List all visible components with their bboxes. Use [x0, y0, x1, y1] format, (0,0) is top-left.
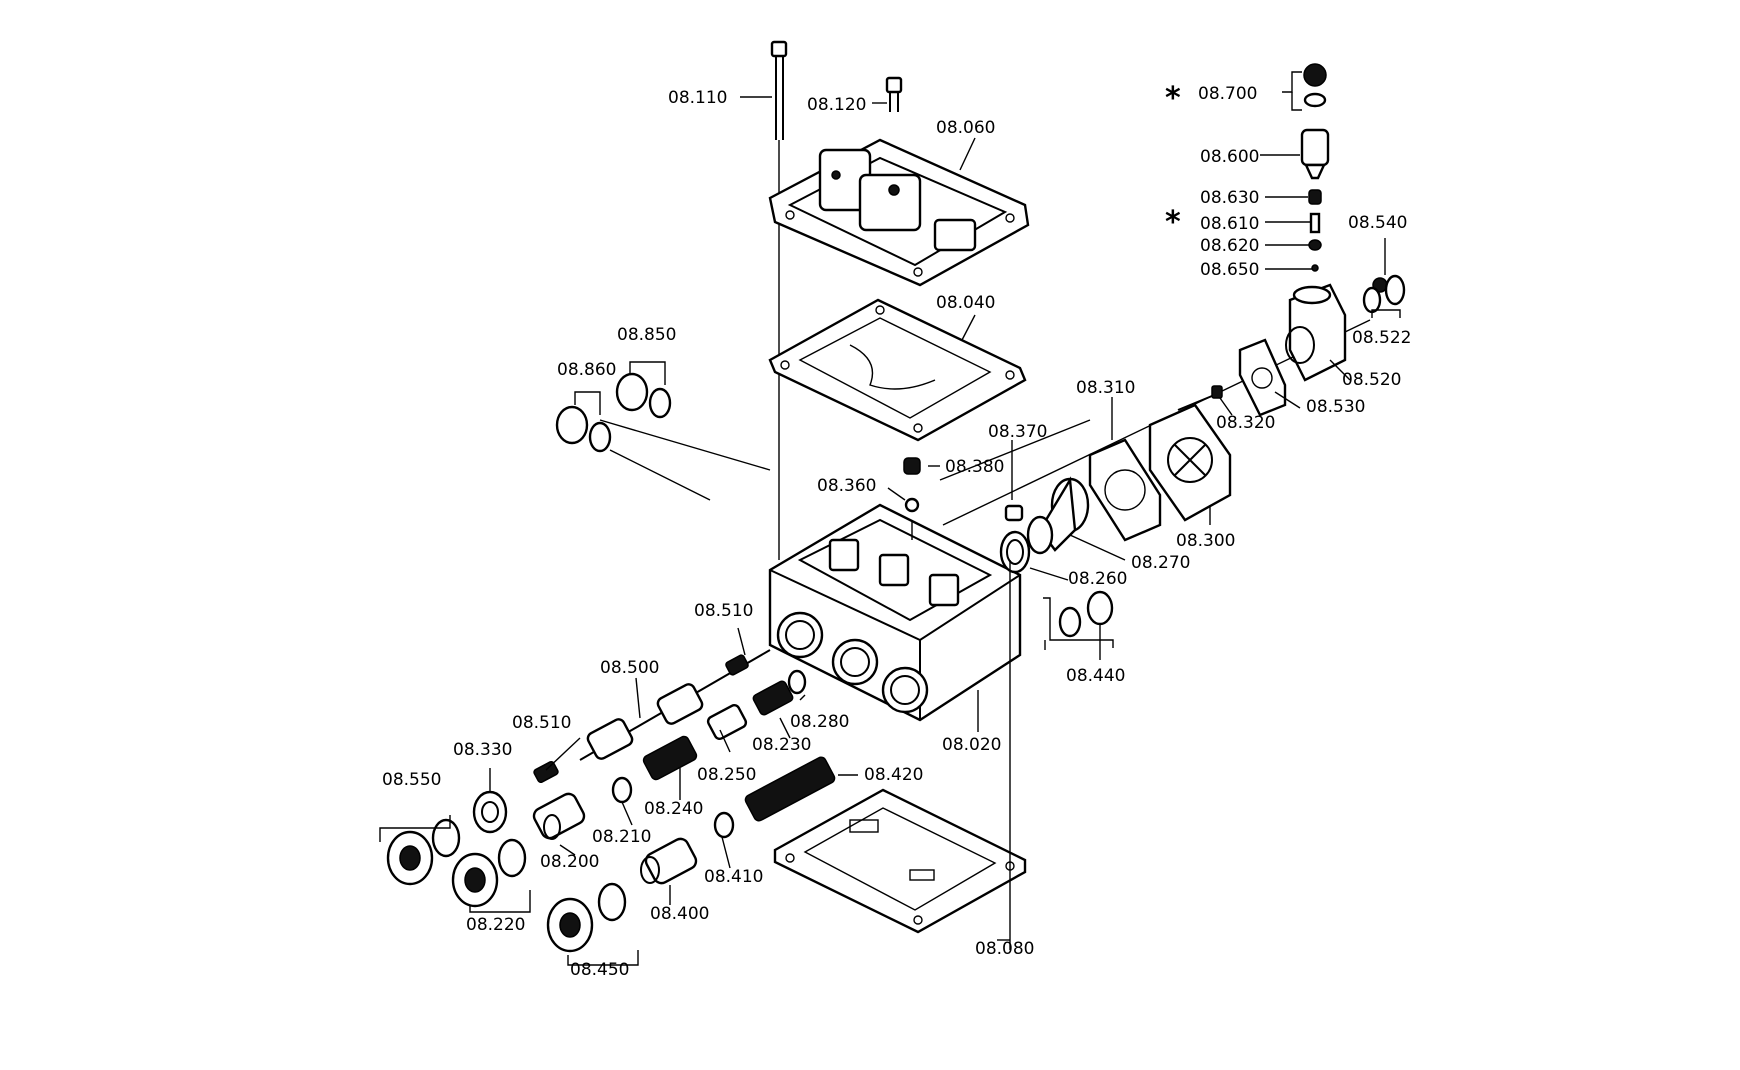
callout-08-620: 08.620	[1200, 236, 1259, 256]
spring-240-part	[642, 735, 698, 781]
callout-08-600: 08.600	[1200, 147, 1259, 167]
callout-08-060: 08.060	[936, 118, 995, 138]
plug-450-part	[546, 882, 627, 953]
callout-08-370: 08.370	[988, 422, 1047, 442]
plug-440-part	[1058, 590, 1114, 638]
callout-08-860: 08.860	[557, 360, 616, 380]
callout-08-550: 08.550	[382, 770, 441, 790]
top-cover-part	[768, 138, 1030, 287]
callout-08-510-lower: 08.510	[512, 713, 571, 733]
ring-210-part	[611, 776, 633, 804]
gasket-310-part	[1088, 438, 1162, 542]
callout-08-510-upper: 08.510	[694, 601, 753, 621]
callout-08-440: 08.440	[1066, 666, 1125, 686]
callout-08-450: 08.450	[570, 960, 629, 980]
spring-510-part	[533, 654, 749, 784]
callout-08-040: 08.040	[936, 293, 995, 313]
callout-08-530: 08.530	[1306, 397, 1365, 417]
gasket-530-part	[1238, 338, 1287, 417]
bolt-320-part	[1177, 385, 1223, 411]
callout-08-260: 08.260	[1068, 569, 1127, 589]
callout-08-540: 08.540	[1348, 213, 1407, 233]
callout-08-270: 08.270	[1131, 553, 1190, 573]
piston-200-part	[532, 792, 586, 840]
callout-08-230: 08.230	[752, 735, 811, 755]
piston-400-part	[640, 837, 698, 885]
callout-08-400: 08.400	[650, 904, 709, 924]
spring-230-part	[752, 680, 794, 716]
ring-260-part	[999, 530, 1031, 574]
callout-08-280: 08.280	[790, 712, 849, 732]
callout-08-610: 08.610	[1200, 214, 1259, 234]
gasket-upper-part	[768, 298, 1027, 442]
callout-08-310: 08.310	[1076, 378, 1135, 398]
callout-08-700: 08.700	[1198, 84, 1257, 104]
cover-plate-300-part	[1148, 403, 1232, 522]
plug-550-part	[386, 818, 461, 886]
callout-08-522: 08.522	[1352, 328, 1411, 348]
callout-08-650: 08.650	[1200, 260, 1259, 280]
plug-850-part	[615, 372, 672, 419]
valve-stack-part	[1285, 63, 1347, 382]
callout-08-330: 08.330	[453, 740, 512, 760]
asterisk-marker-610: *	[1165, 205, 1181, 240]
fitting-522-part	[1362, 274, 1406, 314]
callout-08-380: 08.380	[945, 457, 1004, 477]
callout-08-300: 08.300	[1176, 531, 1235, 551]
callout-08-110: 08.110	[668, 88, 727, 108]
callout-08-250: 08.250	[697, 765, 756, 785]
plug-220-part	[451, 838, 527, 908]
callout-08-520: 08.520	[1342, 370, 1401, 390]
gasket-lower-part	[773, 788, 1027, 934]
callout-08-220: 08.220	[466, 915, 525, 935]
callout-labels: 08.110 08.120 08.060 08.040 08.850 08.86…	[382, 81, 1411, 980]
callout-08-500: 08.500	[600, 658, 659, 678]
callout-08-240: 08.240	[644, 799, 703, 819]
callout-08-120: 08.120	[807, 95, 866, 115]
callout-08-080: 08.080	[975, 939, 1034, 959]
valve-parts-380-360-part	[903, 457, 1024, 540]
main-housing-part	[768, 503, 1022, 722]
callout-08-420: 08.420	[864, 765, 923, 785]
callout-08-210: 08.210	[592, 827, 651, 847]
callout-08-850: 08.850	[617, 325, 676, 345]
callout-08-320: 08.320	[1216, 413, 1275, 433]
bolt-short-part	[885, 76, 903, 112]
bolt-long-part	[770, 40, 788, 140]
spool-250-part	[706, 703, 748, 741]
callout-08-410: 08.410	[704, 867, 763, 887]
ring-410-part	[713, 811, 735, 839]
ring-280-part	[787, 669, 807, 695]
leader-lines	[379, 71, 1401, 966]
callout-08-360: 08.360	[817, 476, 876, 496]
spring-420-part	[744, 756, 836, 822]
sleeve-270-part	[1026, 476, 1090, 555]
plug-860-part	[555, 405, 612, 453]
callout-08-200: 08.200	[540, 852, 599, 872]
callout-08-020: 08.020	[942, 735, 1001, 755]
callout-08-630: 08.630	[1200, 188, 1259, 208]
asterisk-marker-700: *	[1165, 81, 1181, 116]
cap-330-part	[472, 790, 508, 834]
